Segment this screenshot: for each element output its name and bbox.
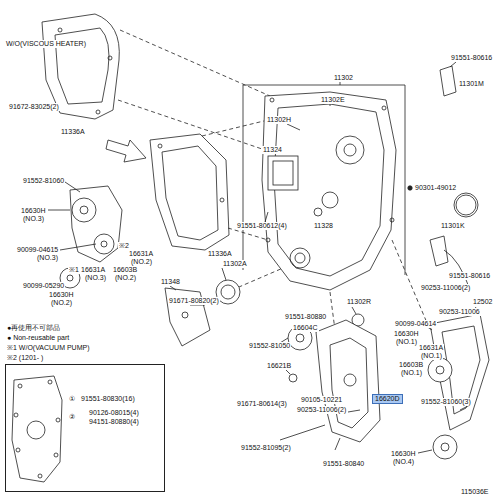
callout-number: 16604C [292, 324, 319, 332]
callout-number: 12502 [472, 298, 493, 306]
callout-number: (NO.2) [130, 258, 153, 266]
callout-number: 16631A [418, 344, 444, 352]
inset-note: 90126-08015(4) [88, 409, 140, 417]
callout-number: 91551-80612(4) [236, 222, 288, 230]
callout-number: 91552-81050 [248, 342, 291, 350]
inset-note: ② [68, 413, 76, 421]
callout-number: ※1 W/O(VACUUM PUMP) [6, 344, 90, 352]
callout-number: 16603B [398, 361, 424, 369]
callout-number: (NO.1) [420, 352, 443, 360]
callout-number: 11301K [440, 222, 466, 230]
callout-number: 90253-11006 [438, 308, 481, 316]
callout-number: 16621B [266, 362, 292, 370]
callout-number: (NO.1) [395, 338, 418, 346]
callout-number: 11302A [222, 260, 248, 268]
callout-number: 16603B [112, 266, 138, 274]
callout-number: 16630H [20, 207, 47, 215]
callout-number: 91551-80840 [322, 460, 365, 468]
callout-number: ※2 (1201- ) [6, 354, 44, 362]
callout-number: (NO.3) [84, 274, 107, 282]
callout-number: (NO.3) [36, 254, 59, 262]
callout-number: 91671-80820(2) [168, 297, 220, 305]
callout-number: ※2 [118, 242, 130, 250]
callout-number: ※1 [68, 266, 80, 274]
callout-number: 16630H [393, 330, 420, 338]
callout-number: ●再使用不可部品 [6, 324, 61, 332]
callout-number: 91672-83025(2) [8, 103, 60, 111]
callout-number: 90099-04615 [16, 246, 59, 254]
callout-number: W/O(VISCOUS HEATER) [5, 40, 87, 48]
callout-number: 16630H [48, 291, 75, 299]
callout-number: 90099-04614 [394, 320, 437, 328]
callout-number: 11302R [346, 298, 372, 306]
callout-number: 16630H [390, 450, 417, 458]
callout-number: 91551-80616 [448, 272, 491, 280]
callout-number: 91671-80614(3) [236, 400, 288, 408]
callout-number: 91552-81095(2) [240, 444, 292, 452]
inset-note: 91551-80830(16) [80, 395, 136, 403]
callout-number: 90105-10221 [300, 396, 343, 404]
callout-number: 11302E [320, 96, 346, 104]
callout-number: (NO.2) [50, 299, 73, 307]
callout-number: 11348 [160, 278, 181, 286]
callout-number: 91552-81060 [22, 177, 65, 185]
callout-number: (NO.3) [22, 215, 45, 223]
callout-number: 11302 [333, 74, 354, 82]
callout-number: 91552-81060(3) [420, 398, 472, 406]
callout-number: 11336A [207, 250, 233, 258]
callout-number: 115036E [460, 488, 490, 496]
callout-number: ● Non-reusable part [6, 334, 70, 342]
callout-number: 90099-05290 [22, 282, 65, 290]
highlighted-part-number: 16620D [372, 394, 403, 404]
inset-note: ① [68, 395, 76, 403]
callout-number: 11324 [262, 146, 283, 154]
callout-number: 91551-80880 [284, 313, 327, 321]
callout-number: 90253-11006(2) [420, 284, 471, 292]
inset-box: ① 91551-80830(16) ② 90126-08015(4)94151-808… [5, 364, 165, 492]
callout-number: 90253-11006(2) [296, 406, 347, 414]
callout-number: 90301-49012 [414, 184, 457, 192]
callout-number: 11328 [313, 222, 334, 230]
callout-number: (NO.1) [400, 369, 423, 377]
callout-number: 11302H [266, 116, 292, 124]
callout-number: 16631A [128, 250, 154, 258]
callout-number: (NO.2) [114, 274, 137, 282]
callout-number: 11301M [458, 80, 485, 88]
callout-number: 16631A [80, 266, 106, 274]
inset-note: 94151-80880(4) [88, 418, 140, 426]
callout-number: (NO.4) [392, 458, 415, 466]
callout-number: 11336A [60, 128, 86, 136]
callout-number: 91551-80616 [450, 54, 493, 62]
